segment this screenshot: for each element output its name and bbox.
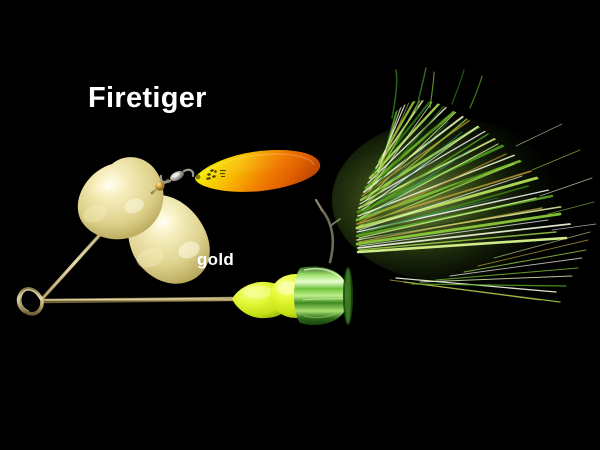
blade-willow-stamp	[206, 169, 226, 180]
blade-upper-colorado	[77, 157, 164, 240]
blade-willow	[195, 150, 321, 192]
line-tie-eye	[16, 287, 44, 316]
wire-lower-arm	[41, 296, 236, 304]
connector-bead	[155, 181, 165, 191]
blade-upper-spec2	[82, 205, 108, 223]
collar-ring-inner	[345, 269, 351, 323]
blade-willow-hole	[195, 174, 201, 180]
skirt-strand-mass	[355, 100, 571, 254]
blade-upper-spec	[124, 198, 144, 214]
skirt	[332, 67, 597, 303]
color-pattern-label: Firetiger	[88, 82, 207, 114]
skirt-stray-strands	[389, 67, 597, 303]
blade-lower-spec2	[136, 248, 164, 268]
swivel	[159, 168, 195, 184]
jig-head-highlight	[277, 281, 299, 295]
collar	[294, 266, 349, 326]
blade-lower-spec	[178, 241, 200, 259]
blade-willow-sheen	[199, 153, 315, 177]
hook-point	[314, 198, 324, 212]
jig-head-assembly	[270, 266, 353, 326]
body-highlight	[243, 285, 273, 299]
hook-shank	[320, 208, 335, 264]
blade-finish-label: gold	[197, 250, 235, 269]
wire-lower-arm-highlight	[45, 297, 233, 301]
blade-upper-highlight	[86, 171, 130, 201]
